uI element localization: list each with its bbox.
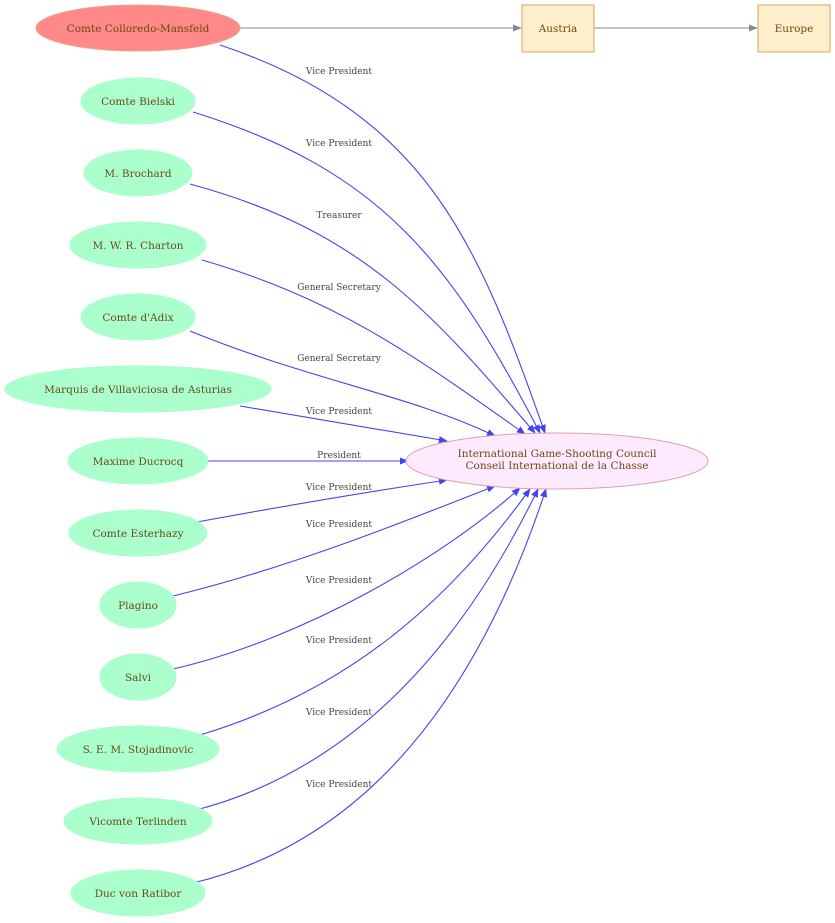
member-ellipse — [68, 509, 208, 557]
member-ellipse — [35, 4, 241, 52]
edge-label-role: President — [317, 451, 361, 461]
member-name: Duc von Ratibor — [95, 888, 183, 900]
region-name: Europe — [775, 23, 814, 35]
member-node[interactable]: Marquis de Villaviciosa de Asturias — [4, 365, 272, 413]
region-node[interactable]: Europe — [757, 4, 831, 53]
edge-label-role: Vice President — [305, 407, 373, 417]
role-edge — [192, 488, 547, 884]
edge-label-role: Vice President — [305, 520, 373, 530]
edge-label-role: Vice President — [305, 636, 373, 646]
member-node[interactable]: Comte Esterhazy — [68, 509, 208, 557]
member-name: Comte Colloredo-Mansfeld — [67, 23, 210, 35]
role-edge — [172, 485, 496, 597]
member-node[interactable]: Maxime Ducrocq — [67, 437, 209, 485]
role-edge — [172, 487, 521, 670]
member-node[interactable]: Vicomte Terlinden — [63, 797, 213, 845]
edge-label-role: Treasurer — [316, 211, 362, 221]
country-box — [521, 4, 595, 53]
member-name: Comte Bielski — [101, 96, 175, 108]
role-edge — [219, 44, 546, 434]
region-box — [757, 4, 831, 53]
edge-label-role: Vice President — [305, 483, 373, 493]
member-node[interactable]: Plagino — [99, 581, 177, 629]
member-node[interactable]: S. E. M. Stojadinovic — [56, 725, 220, 773]
council-ellipse — [405, 432, 709, 490]
edge-label-role: Vice President — [305, 67, 373, 77]
member-ellipse — [69, 221, 207, 269]
member-name: Comte d'Adix — [102, 312, 173, 324]
edge-label-role: Vice President — [305, 576, 373, 586]
role-edge — [199, 488, 531, 736]
member-ellipse — [67, 437, 209, 485]
council-name-en: International Game-Shooting Council — [458, 448, 657, 460]
member-name: M. W. R. Charton — [92, 240, 183, 252]
member-name: Maxime Ducrocq — [93, 456, 184, 468]
member-node[interactable]: Comte Bielski — [80, 77, 196, 125]
role-edge — [189, 330, 496, 437]
member-node[interactable]: M. Brochard — [83, 149, 193, 197]
member-ellipse — [4, 365, 272, 413]
member-name: Plagino — [118, 600, 158, 612]
role-edge — [195, 488, 539, 811]
member-ellipse — [99, 653, 177, 701]
member-ellipse — [70, 869, 206, 917]
member-name: Vicomte Terlinden — [88, 816, 187, 828]
council-node[interactable]: International Game-Shooting CouncilConse… — [405, 432, 709, 490]
edge-label-role: Vice President — [305, 708, 373, 718]
member-name: S. E. M. Stojadinovic — [83, 744, 194, 756]
member-name: Marquis de Villaviciosa de Asturias — [44, 384, 232, 396]
country-name: Austria — [538, 23, 578, 35]
member-name: Salvi — [125, 672, 152, 684]
member-name: Comte Esterhazy — [92, 528, 183, 540]
edge-label-role: General Secretary — [297, 283, 381, 293]
role-edge — [201, 259, 526, 435]
member-ellipse — [99, 581, 177, 629]
role-edge — [239, 405, 448, 444]
edge-label-role: General Secretary — [297, 354, 381, 364]
role-edge — [196, 477, 448, 523]
edge-label-role: Vice President — [305, 139, 373, 149]
member-ellipse — [83, 149, 193, 197]
edge-label-role: Vice President — [305, 780, 373, 790]
member-ellipse — [80, 293, 196, 341]
member-ellipse — [56, 725, 220, 773]
member-node[interactable]: M. W. R. Charton — [69, 221, 207, 269]
member-ellipse — [63, 797, 213, 845]
role-edge — [189, 183, 536, 434]
member-node[interactable]: Comte d'Adix — [80, 293, 196, 341]
member-ellipse — [80, 77, 196, 125]
member-node[interactable]: Salvi — [99, 653, 177, 701]
country-node[interactable]: Austria — [521, 4, 595, 53]
root-member-node[interactable]: Comte Colloredo-Mansfeld — [35, 4, 241, 52]
council-name-fr: Conseil International de la Chasse — [465, 460, 648, 472]
member-name: M. Brochard — [104, 168, 171, 180]
role-edge — [192, 111, 541, 434]
member-node[interactable]: Duc von Ratibor — [70, 869, 206, 917]
